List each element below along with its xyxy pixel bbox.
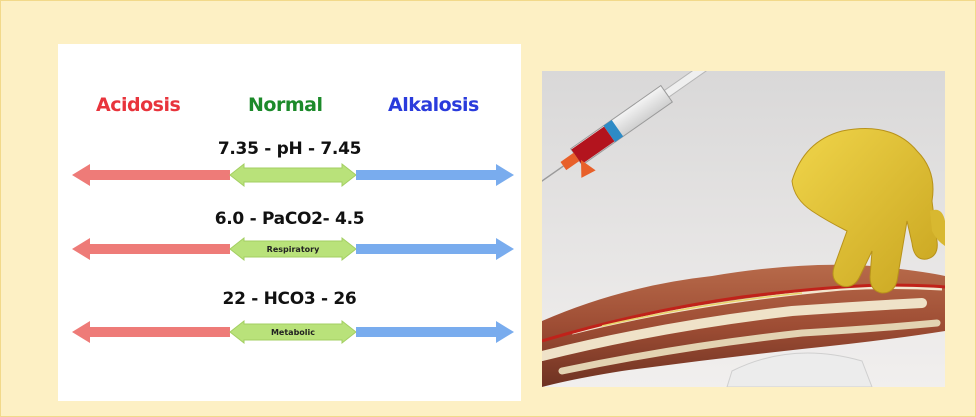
alkalosis-arrow-hco3 [356,321,514,343]
paco2-arrow-row: Respiratory [72,238,514,260]
acidosis-arrow-ph [72,164,230,186]
wrist-puncture-image [542,71,945,387]
arrow-rows: Respiratory Metabolic [58,44,521,401]
metabolic-label: Metabolic [271,328,315,337]
hco3-arrow-row: Metabolic [72,321,514,343]
normal-arrow-ph [230,164,356,186]
abg-sampling-illustration [542,71,945,387]
alkalosis-arrow-paco2 [356,238,514,260]
alkalosis-arrow-ph [356,164,514,186]
acidosis-arrow-paco2 [72,238,230,260]
acidosis-arrow-hco3 [72,321,230,343]
respiratory-label: Respiratory [267,245,320,254]
acid-base-diagram: Acidosis Normal Alkalosis 7.35 - pH - 7.… [58,44,521,401]
ph-arrow-row [72,164,514,186]
